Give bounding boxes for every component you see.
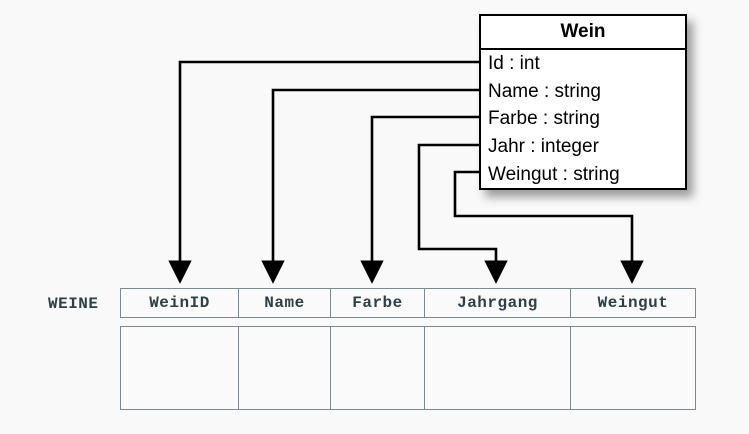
table-cell: [239, 327, 331, 409]
table-name-label: WEINE: [48, 295, 99, 313]
table-cell: [425, 327, 571, 409]
uml-class-title: Wein: [481, 16, 685, 50]
connector-weingut-weingut: [453, 170, 644, 284]
table-column-header: Name: [239, 289, 331, 317]
uml-attribute: Id : int: [488, 53, 540, 75]
table-header-row: WeinID Name Farbe Jahrgang Weingut: [120, 288, 696, 318]
table-column-header: Weingut: [597, 294, 669, 312]
table-column-header: WeinID: [121, 289, 239, 317]
uml-attribute: Farbe : string: [488, 108, 600, 130]
table-column-header: Jahrgang: [425, 289, 571, 317]
table-column-header: Farbe: [331, 289, 425, 317]
table-row: [120, 326, 696, 410]
table-cell: [331, 327, 425, 409]
uml-attribute: Weingut : string: [488, 163, 620, 185]
table-cell: [571, 327, 695, 409]
uml-attribute: Name : string: [488, 80, 601, 102]
connector-farbe-farbe: [360, 115, 480, 284]
connector-id-weinid: [168, 60, 480, 284]
table-cell: [121, 327, 239, 409]
connector-name-name: [261, 88, 480, 284]
connector-jahr-jahrgang: [417, 143, 508, 284]
uml-class-box[interactable]: Wein Id : int Name : string Farbe : stri…: [479, 14, 687, 190]
uml-attribute: Jahr : integer: [488, 136, 599, 158]
uml-attribute-list: Id : int Name : string Farbe : string Ja…: [481, 50, 685, 188]
